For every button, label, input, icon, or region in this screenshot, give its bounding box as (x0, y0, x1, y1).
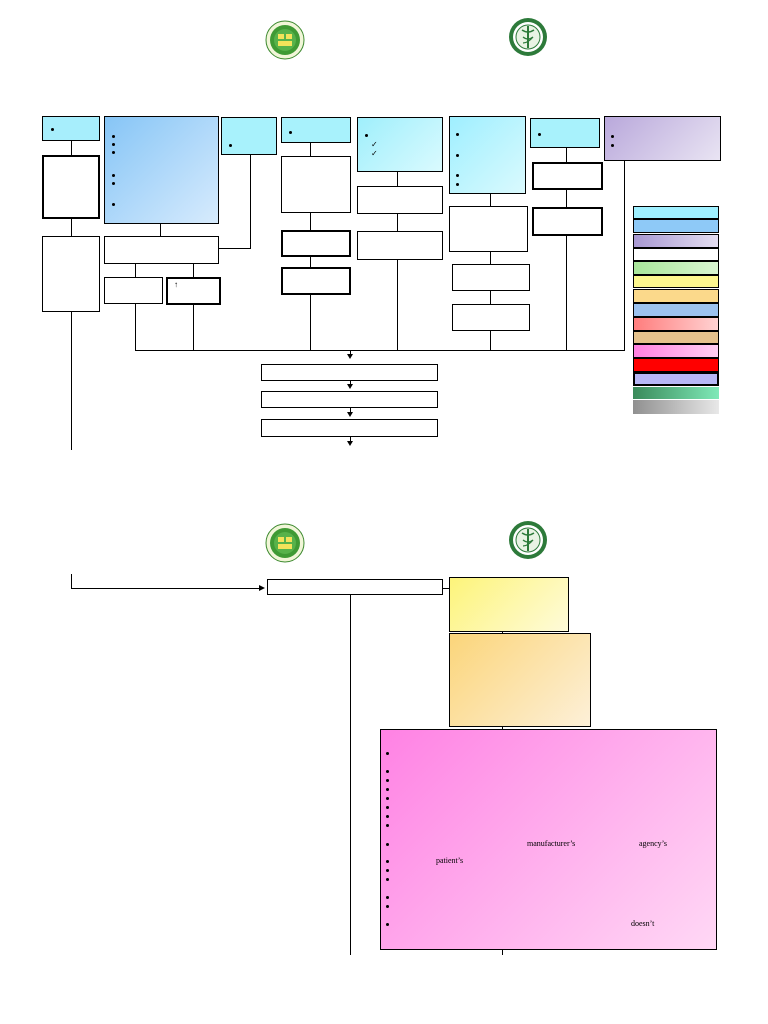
flow-box-col7-bottom (532, 207, 603, 236)
legend-swatch (633, 317, 719, 331)
arrow-down-icon (347, 441, 353, 446)
flow-box-col6-mid (449, 206, 528, 252)
arrow-down-icon (347, 354, 353, 359)
agency-possessive-text: agency’s (639, 839, 667, 848)
flow-box-col2-mid (104, 236, 219, 264)
flow-box-center-1 (261, 364, 438, 381)
flow-box-col4-lower (281, 230, 351, 257)
flow-box-col2-top (104, 116, 219, 224)
arrow-down-icon (347, 384, 353, 389)
flow-box-center-3 (261, 419, 438, 437)
flow-box-col5-bottom (357, 231, 443, 260)
legend-swatch (633, 372, 719, 386)
flow-box-col7-mid (532, 162, 603, 190)
caduceus-seal-icon (509, 18, 547, 56)
legend-swatch (633, 289, 719, 303)
flow-box-col8-top (604, 116, 721, 161)
flow-box-col5-mid (357, 186, 443, 214)
flow-box-col5-top (357, 117, 443, 172)
legend-swatch (633, 303, 719, 317)
legend-swatch (633, 344, 719, 358)
doesnt-text: doesn’t (631, 919, 655, 928)
legend-swatch (633, 261, 719, 275)
flow-box-orange (449, 633, 591, 727)
patient-possessive-text: patient’s (436, 856, 464, 865)
flow-box-page2-center (267, 579, 443, 595)
flow-box-col6-bottom (452, 304, 530, 331)
bullet (51, 128, 54, 131)
flow-box-col1-mid (42, 155, 100, 219)
flow-box-col4-mid (281, 156, 351, 213)
flow-box-pink (380, 729, 717, 950)
check-icon: ✓ (371, 140, 378, 149)
up-arrow-glyph: ↑ (174, 280, 178, 289)
legend-swatch (633, 206, 719, 219)
flow-box-col2-right (166, 277, 221, 305)
flow-box-yellow (449, 577, 569, 632)
flow-box-col7-top (530, 118, 600, 148)
legend-swatch (633, 219, 719, 233)
legend-swatch (633, 331, 719, 344)
flow-box-col6-lower (452, 264, 530, 291)
flow-box-col4-top (281, 117, 351, 143)
arrow-down-icon (347, 412, 353, 417)
green-emblem-icon (265, 20, 305, 60)
check-icon: ✓ (371, 149, 378, 158)
flow-box-center-2 (261, 391, 438, 408)
flow-box-col3 (221, 117, 277, 155)
legend-swatch (633, 358, 719, 372)
flow-box-col2-left (104, 277, 163, 304)
flow-box-col6-top (449, 116, 526, 194)
legend-swatch (633, 387, 719, 399)
manufacturer-possessive-text: manufacturer’s (527, 839, 576, 848)
caduceus-seal-icon (509, 521, 547, 559)
flow-box-col4-bottom (281, 267, 351, 295)
arrow-right-icon (259, 585, 265, 591)
flow-box-col1-bottom (42, 236, 100, 312)
green-emblem-icon (265, 523, 305, 563)
legend-swatch (633, 234, 719, 248)
legend-swatch (633, 248, 719, 261)
legend-swatch (633, 400, 719, 414)
legend-swatch (633, 275, 719, 288)
